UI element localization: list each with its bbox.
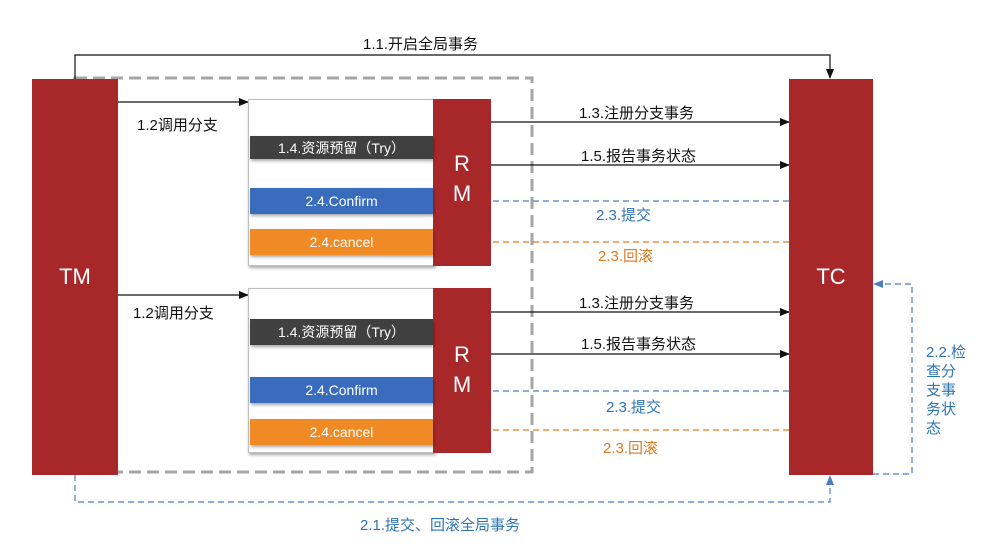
begin-global-arrow xyxy=(74,54,834,79)
commit-rollback-global-label: 2.1.提交、回滚全局事务 xyxy=(360,517,521,534)
check-branch-line: 2.2.检 xyxy=(926,344,967,361)
confirm-bar-2: 2.4.Confirm xyxy=(250,377,433,403)
tm-label: TM xyxy=(59,264,91,289)
confirm-bar-1: 2.4.Confirm xyxy=(250,188,433,214)
tc-label: TC xyxy=(816,264,846,289)
rm-letter-m: M xyxy=(452,372,472,397)
check-branch-line: 支事 xyxy=(926,382,957,399)
try-bar-2: 1.4.资源预留（Try） xyxy=(250,319,433,345)
check-branch-line: 态 xyxy=(926,420,942,437)
begin-global-label: 1.1.开启全局事务 xyxy=(363,36,479,53)
check-branch-arrow xyxy=(873,280,913,475)
register-branch-label-1: 1.3.注册分支事务 xyxy=(579,105,695,122)
commit-label-2: 2.3.提交 xyxy=(606,399,662,416)
tc-block: TC xyxy=(789,79,873,475)
rm-letter-r: R xyxy=(454,342,470,367)
commit-label-1: 2.3.提交 xyxy=(596,207,652,224)
check-branch-line: 查分 xyxy=(926,363,957,380)
cancel-label-2: 2.4.cancel xyxy=(309,424,374,440)
report-status-label-2: 1.5.报告事务状态 xyxy=(581,336,697,353)
cancel-bar-2: 2.4.cancel xyxy=(250,419,433,445)
try-bar-1: 1.4.资源预留（Try） xyxy=(250,136,433,159)
register-branch-label-2: 1.3.注册分支事务 xyxy=(579,295,695,312)
commit-rollback-global-arrow xyxy=(74,475,834,503)
confirm-label-1: 2.4.Confirm xyxy=(305,193,378,209)
check-branch-line: 务状 xyxy=(926,401,957,418)
rm-column-2: R M xyxy=(433,288,491,453)
rm-letter-r: R xyxy=(454,151,470,176)
tm-block: TM xyxy=(32,79,118,475)
try-label-1: 1.4.资源预留（Try） xyxy=(277,139,406,156)
report-status-label-1: 1.5.报告事务状态 xyxy=(581,148,697,165)
check-branch-label: 2.2.检 查分 支事 务状 态 xyxy=(926,343,966,438)
call-branch-label-1: 1.2调用分支 xyxy=(137,117,218,134)
cancel-bar-1: 2.4.cancel xyxy=(250,229,433,255)
rollback-label-2: 2.3.回滚 xyxy=(603,440,659,457)
rm-column-1: R M xyxy=(433,99,491,266)
rm-letter-m: M xyxy=(452,181,472,206)
try-label-2: 1.4.资源预留（Try） xyxy=(277,324,406,340)
confirm-label-2: 2.4.Confirm xyxy=(305,382,378,398)
call-branch-label-2: 1.2调用分支 xyxy=(133,305,214,322)
cancel-label-1: 2.4.cancel xyxy=(309,234,374,250)
rollback-label-1: 2.3.回滚 xyxy=(598,248,654,265)
